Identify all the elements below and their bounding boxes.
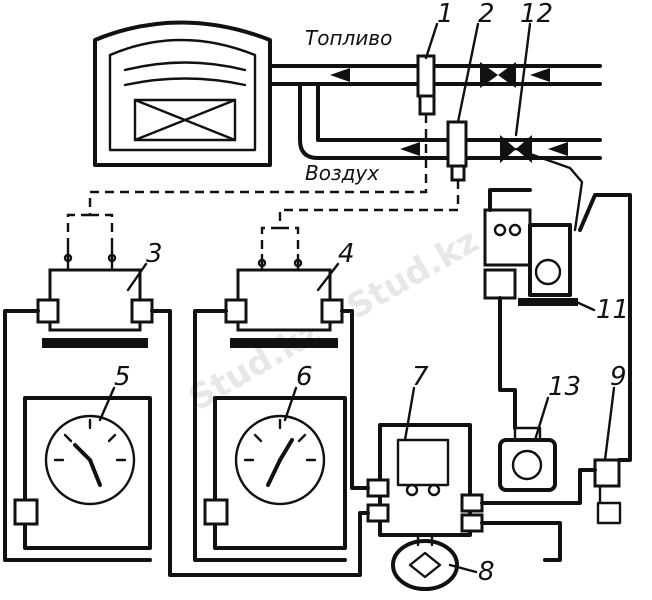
starter-9: [593, 458, 622, 525]
callout-numbers: 1 2 12 3 4 5 6 7 8 9 11 13: [98, 0, 629, 587]
callout-4: 4: [338, 239, 355, 269]
transmitter-4: [224, 253, 344, 348]
callout-13: 13: [548, 372, 581, 402]
air-label: Воздух: [305, 161, 379, 185]
fuel-label: Топливо: [305, 26, 392, 50]
orifice-1: [416, 54, 436, 116]
callout-9: 9: [610, 362, 627, 392]
callout-1: 1: [437, 0, 454, 29]
damper-linkage: [514, 147, 584, 232]
callout-8: 8: [478, 557, 495, 587]
setter-8: [391, 533, 459, 591]
impulse-lines: [66, 114, 460, 255]
electrical-wiring: [3, 188, 632, 577]
fuel-pipeline: Топливо: [268, 26, 602, 88]
furnace: [93, 20, 272, 167]
callout-11: 11: [596, 295, 629, 325]
callout-2: 2: [478, 0, 495, 29]
callout-12: 12: [520, 0, 553, 29]
callout-3: 3: [146, 239, 163, 269]
callout-6: 6: [296, 362, 313, 392]
secondary-instrument-6: [203, 396, 347, 550]
actuator-11: [483, 208, 578, 306]
callout-7: 7: [412, 362, 429, 392]
callout-5: 5: [114, 362, 131, 392]
transmitter-3: [36, 243, 154, 348]
air-pipeline: Воздух: [298, 82, 602, 185]
position-indicator-13: [498, 426, 557, 492]
orifice-2: [446, 120, 468, 182]
secondary-instrument-5: [13, 396, 152, 550]
regulator-7: [366, 423, 484, 537]
